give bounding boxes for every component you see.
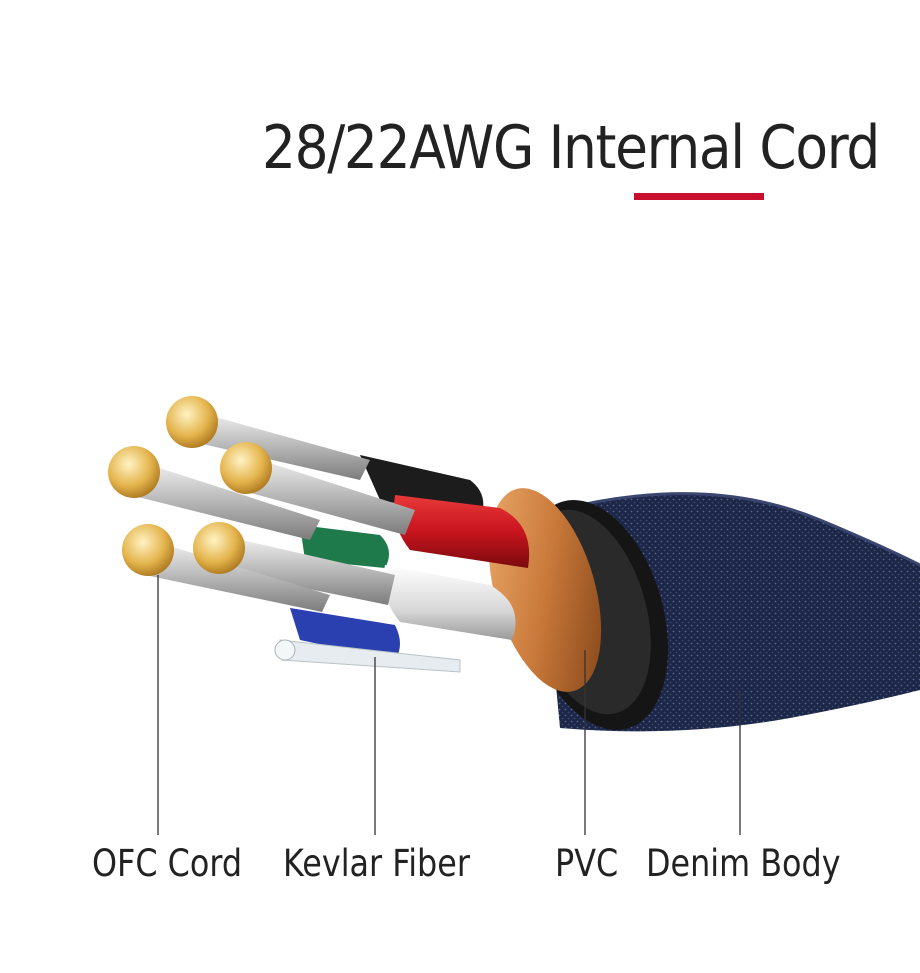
label-pvc: PVC <box>555 842 619 885</box>
label-kevlar-fiber: Kevlar Fiber <box>283 842 470 885</box>
white-wire <box>383 565 516 640</box>
ofc-conductor-tips <box>108 396 272 576</box>
blue-wire <box>290 608 400 660</box>
page-title: 28/22AWG Internal Cord <box>262 113 880 183</box>
label-ofc-cord: OFC Cord <box>92 842 243 885</box>
title-underline <box>634 193 764 200</box>
green-wire <box>300 525 389 568</box>
red-wire <box>394 495 530 568</box>
label-denim-body: Denim Body <box>646 842 841 885</box>
